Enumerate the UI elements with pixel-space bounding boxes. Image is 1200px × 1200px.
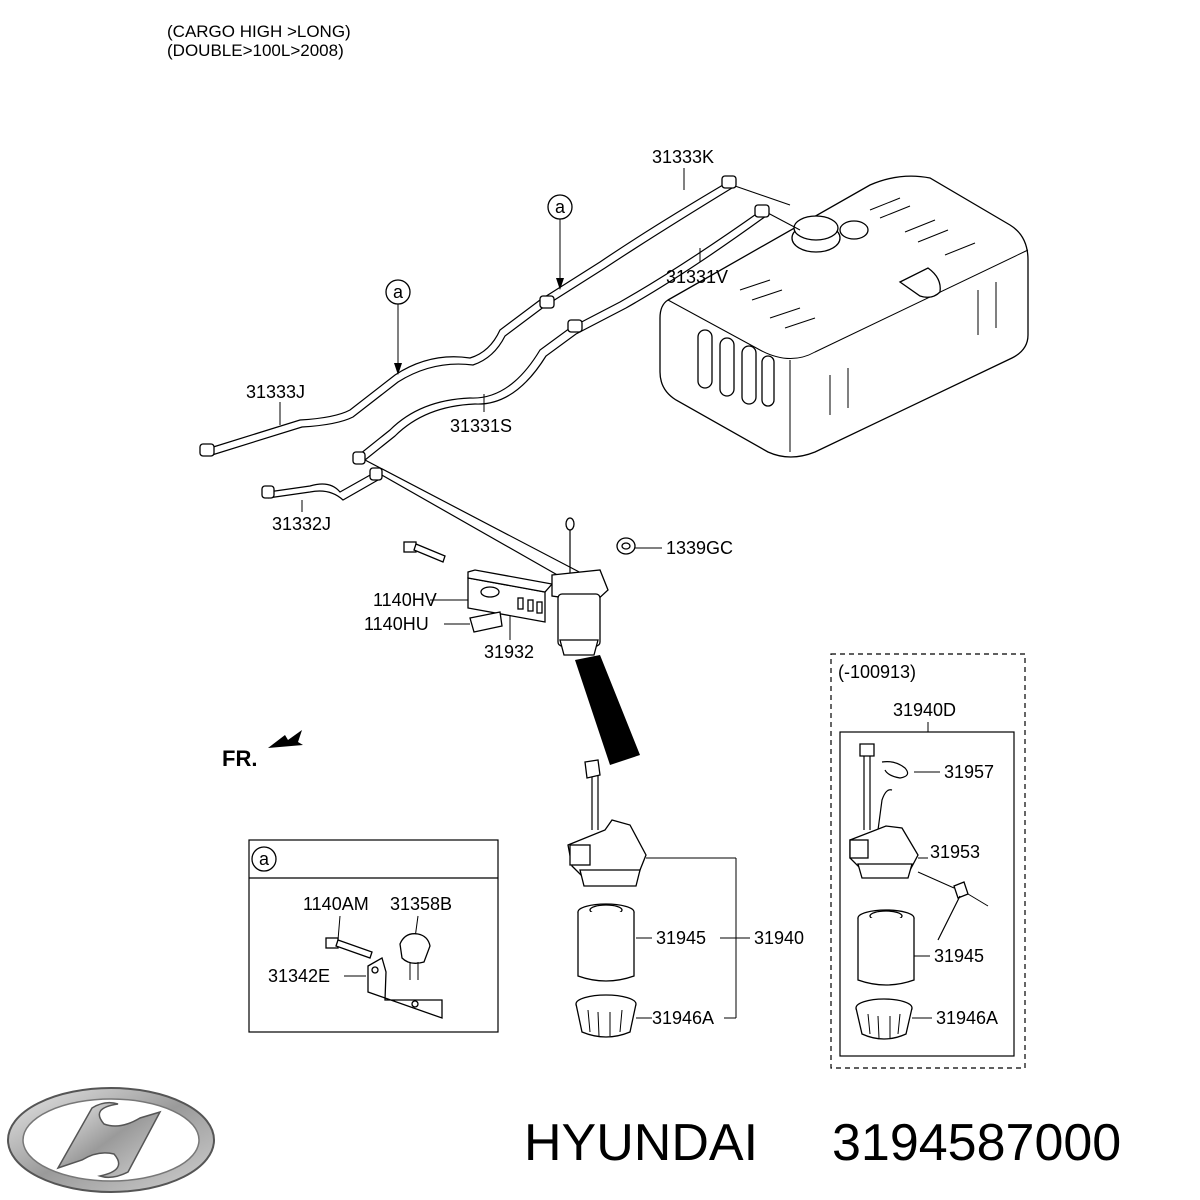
- label-31342e: 31342E: [268, 966, 330, 986]
- nut-1339gc: [616, 537, 636, 555]
- fuel-lines: [199, 175, 801, 586]
- label-31932: 31932: [484, 642, 534, 662]
- filter-assembly-31940: 31945 31940 31946A: [567, 759, 804, 1038]
- variant-range-label: (-100913): [838, 662, 916, 682]
- fuel-tank: [659, 175, 1029, 458]
- label-31332j: 31332J: [272, 514, 331, 534]
- label-31940d: 31940D: [893, 700, 956, 720]
- front-direction-arrow: FR.: [222, 730, 303, 771]
- reference-a-balloon-2: a: [385, 279, 411, 375]
- ref-a-label: a: [555, 197, 566, 217]
- filter-bracket: [467, 569, 554, 623]
- label-31333j: 31333J: [246, 382, 305, 402]
- label-31331v: 31331V: [666, 267, 728, 287]
- header-line-1: (CARGO HIGH >LONG): [167, 22, 351, 41]
- hyundai-logo: [7, 1087, 215, 1193]
- label-31946a: 31946A: [652, 1008, 714, 1028]
- label-1140hu: 1140HU: [364, 614, 429, 634]
- bolt-1140hv: [403, 541, 446, 563]
- label-31946a-variant: 31946A: [936, 1008, 998, 1028]
- reference-a-balloon-1: a: [547, 194, 573, 290]
- fuel-filter-on-vehicle: [551, 517, 640, 765]
- bolt-1140hu: [469, 611, 503, 633]
- label-31945-variant: 31945: [934, 946, 984, 966]
- label-31331s: 31331S: [450, 416, 512, 436]
- fr-label: FR.: [222, 746, 257, 771]
- label-31333k: 31333K: [652, 147, 714, 167]
- label-31940: 31940: [754, 928, 804, 948]
- ref-a-label: a: [393, 282, 404, 302]
- variant-box: (-100913) 31940D 31957 31953 31945: [830, 653, 1026, 1069]
- label-1140hv: 1140HV: [373, 590, 437, 610]
- inset-a-box: a 1140AM 31358B 31342E: [248, 839, 499, 1033]
- label-31957: 31957: [944, 762, 994, 782]
- label-1339gc: 1339GC: [666, 538, 733, 558]
- inset-ref-label: a: [259, 849, 270, 869]
- label-31953: 31953: [930, 842, 980, 862]
- header-line-2: (DOUBLE>100L>2008): [167, 41, 344, 60]
- brand-name: HYUNDAI: [524, 1114, 758, 1172]
- label-1140am: 1140AM: [303, 894, 369, 914]
- label-31945: 31945: [656, 928, 706, 948]
- label-31358b: 31358B: [390, 894, 452, 914]
- part-number: 3194587000: [832, 1114, 1121, 1172]
- leader-lines: [279, 168, 701, 640]
